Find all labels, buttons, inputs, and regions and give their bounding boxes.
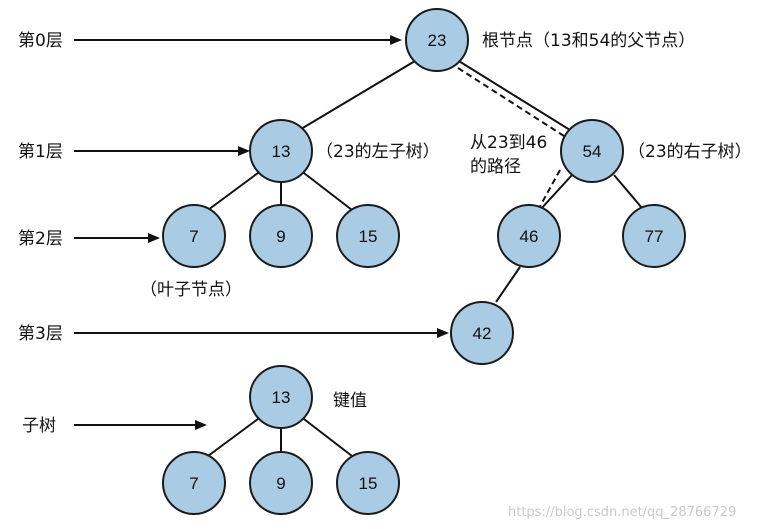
edge-13-7 xyxy=(207,169,263,211)
edge-sub-13-7 xyxy=(207,415,263,457)
node-circle-46 xyxy=(497,204,561,268)
node-circle-23 xyxy=(405,8,469,72)
edge-sub-13-15 xyxy=(299,415,353,457)
subtree-label: 子树 xyxy=(22,416,56,436)
node-13: 13 xyxy=(249,119,313,183)
node-circle-77 xyxy=(622,204,686,268)
path-segment-54-46 xyxy=(537,169,561,211)
node-key-77: 77 xyxy=(645,227,664,246)
node-key-23: 23 xyxy=(428,31,447,50)
edge-46-42 xyxy=(495,266,521,303)
node-key-54: 54 xyxy=(583,142,602,161)
node-77: 77 xyxy=(622,204,686,268)
watermark: https://blog.csdn.net/qq_28766729 xyxy=(508,505,736,520)
node-key-15: 15 xyxy=(359,227,378,246)
subtree-node-circle-15 xyxy=(336,451,400,515)
node-9: 9 xyxy=(249,204,313,268)
node-key-7: 7 xyxy=(189,227,198,246)
path-segment-23-54 xyxy=(457,67,565,137)
node-23: 23 xyxy=(405,8,469,72)
edge-23-54 xyxy=(453,57,571,131)
subtree-node-7: 7 xyxy=(162,451,226,515)
edge-13-15 xyxy=(299,169,353,211)
node-key-13: 13 xyxy=(272,142,291,161)
node-circle-54 xyxy=(560,119,624,183)
level-label-0: 第0层 xyxy=(18,31,63,51)
subtree-node-key-13: 13 xyxy=(272,388,291,407)
subtree-node-key-9: 9 xyxy=(276,474,285,493)
left-subtree-annotation: （23的左子树） xyxy=(316,142,440,162)
subtree-node-13: 13 xyxy=(249,365,313,429)
node-54: 54 xyxy=(560,119,624,183)
node-15: 15 xyxy=(336,204,400,268)
subtree-node-key-15: 15 xyxy=(359,474,378,493)
level-label-1: 第1层 xyxy=(18,142,63,162)
path-annotation-line1: 从23到46 xyxy=(470,133,547,153)
right-subtree-annotation: （23的右子树） xyxy=(628,142,752,162)
node-42: 42 xyxy=(450,301,514,365)
node-46: 46 xyxy=(497,204,561,268)
node-key-9: 9 xyxy=(276,227,285,246)
node-key-46: 46 xyxy=(520,227,539,246)
leaf-annotation: （叶子节点） xyxy=(140,280,242,300)
node-circle-42 xyxy=(450,301,514,365)
level-arrows xyxy=(74,35,449,430)
node-circle-7 xyxy=(162,204,226,268)
subtree-node-circle-7 xyxy=(162,451,226,515)
node-key-42: 42 xyxy=(473,324,492,343)
subtree-node-key-7: 7 xyxy=(189,474,198,493)
root-annotation: 根节点（13和54的父节点） xyxy=(482,31,695,51)
node-circle-15 xyxy=(336,204,400,268)
node-circle-9 xyxy=(249,204,313,268)
node-circle-13 xyxy=(249,119,313,183)
path-23-to-46 xyxy=(457,67,565,211)
edge-54-46 xyxy=(539,174,573,211)
subtree-node-circle-13 xyxy=(249,365,313,429)
subtree-node-9: 9 xyxy=(249,451,313,515)
edges xyxy=(207,57,643,457)
edge-54-77 xyxy=(613,174,643,209)
node-7: 7 xyxy=(162,204,226,268)
path-annotation-line2: 的路径 xyxy=(470,157,521,177)
level-label-2: 第2层 xyxy=(18,229,63,249)
subtree-node-circle-9 xyxy=(249,451,313,515)
edge-23-13 xyxy=(295,57,421,133)
level-label-3: 第3层 xyxy=(18,324,63,344)
key-annotation: 键值 xyxy=(333,391,367,411)
subtree-node-15: 15 xyxy=(336,451,400,515)
